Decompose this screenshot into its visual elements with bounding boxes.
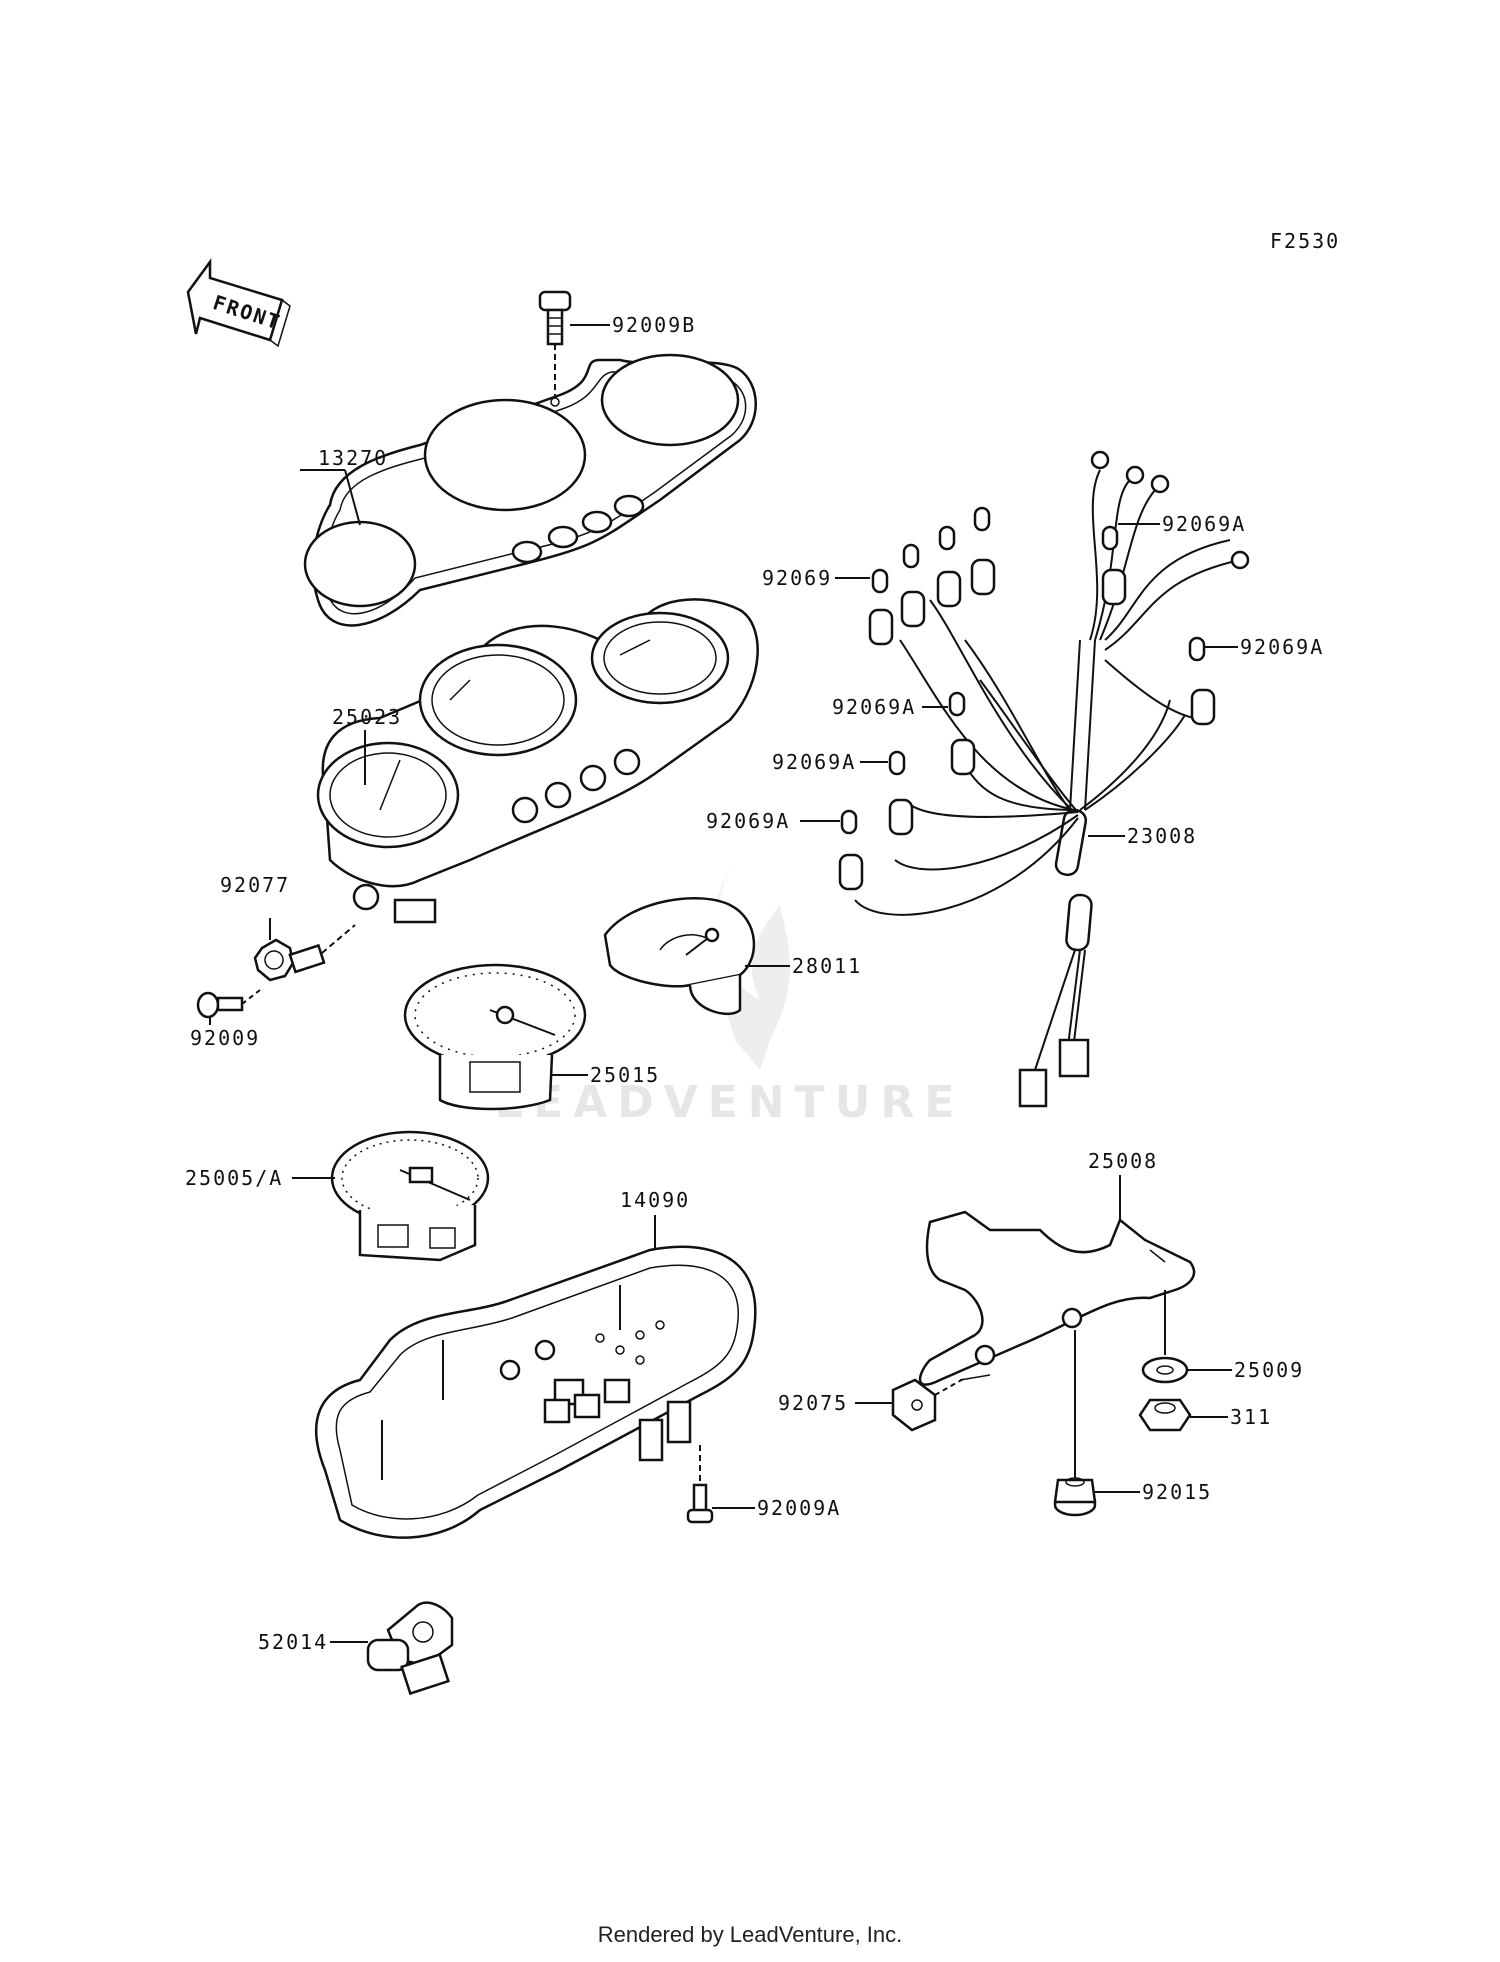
label-92009A: 92009A: [757, 1496, 841, 1520]
label-92069A-2: 92069A: [1240, 635, 1324, 659]
label-92077: 92077: [220, 873, 290, 897]
tachometer-25015[interactable]: [403, 963, 587, 1111]
speedometer-25005A[interactable]: [330, 1130, 490, 1262]
label-92069A-4: 92069A: [772, 750, 856, 774]
label-92069A-5: 92069A: [706, 809, 790, 833]
label-92009B: 92009B: [612, 313, 696, 337]
screw-92009A[interactable]: [686, 1445, 714, 1524]
label-28011: 28011: [792, 954, 862, 978]
watermark: LEADVENTURE: [495, 860, 964, 1128]
bracket-25008[interactable]: [918, 1210, 1196, 1386]
label-52014: 52014: [258, 1630, 328, 1654]
label-25023: 25023: [332, 705, 402, 729]
label-25015: 25015: [590, 1063, 660, 1087]
label-92069A-3: 92069A: [832, 695, 916, 719]
meter-cover-13270[interactable]: [303, 353, 757, 627]
label-92075: 92075: [778, 1391, 848, 1415]
wiring-harness-23008[interactable]: [838, 450, 1250, 1108]
label-25009: 25009: [1234, 1358, 1304, 1382]
bulb-92069[interactable]: [871, 568, 889, 594]
bulb-group[interactable]: [840, 506, 1206, 835]
gear-housing-52014[interactable]: [366, 1601, 454, 1696]
label-311: 311: [1230, 1405, 1272, 1429]
label-25008: 25008: [1088, 1149, 1158, 1173]
nut-311[interactable]: [1138, 1398, 1192, 1432]
meter-case-25023[interactable]: [316, 598, 759, 924]
screw-92009[interactable]: [196, 989, 261, 1019]
watermark-text: LEADVENTURE: [495, 1077, 964, 1128]
flange-nut-92015[interactable]: [1053, 1477, 1097, 1517]
label-13270: 13270: [318, 446, 388, 470]
diagram-code: F2530: [1270, 229, 1340, 253]
label-92069: 92069: [762, 566, 832, 590]
label-23008: 23008: [1127, 824, 1197, 848]
label-92069A-1: 92069A: [1162, 512, 1246, 536]
front-arrow-icon: FRONT: [186, 258, 291, 348]
clip-92075[interactable]: [891, 1378, 937, 1432]
label-14090: 14090: [620, 1188, 690, 1212]
gear-92077[interactable]: [253, 938, 326, 982]
footer-credit: Rendered by LeadVenture, Inc.: [597, 1922, 903, 1947]
label-25005A: 25005/A: [185, 1166, 283, 1190]
washer-25009[interactable]: [1141, 1356, 1189, 1384]
fuel-gauge-28011[interactable]: [603, 897, 756, 1016]
label-92015: 92015: [1142, 1480, 1212, 1504]
screw-92009B[interactable]: [538, 290, 572, 400]
meter-case-14090[interactable]: [315, 1245, 757, 1539]
label-92009: 92009: [190, 1026, 260, 1050]
